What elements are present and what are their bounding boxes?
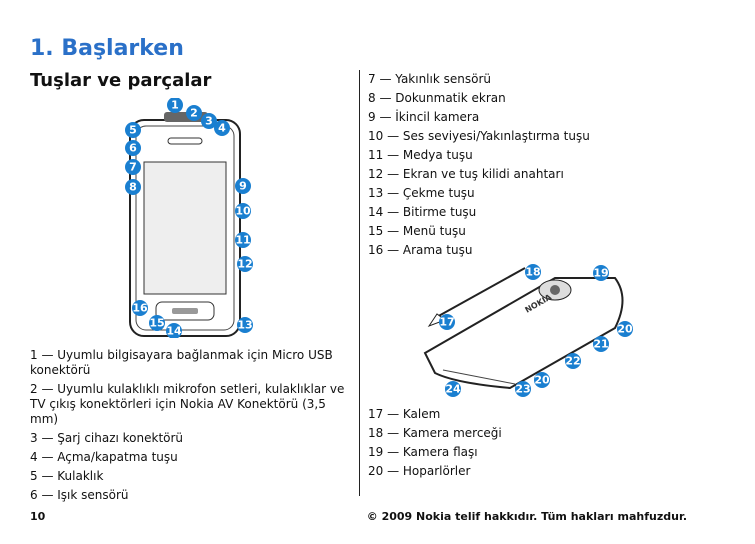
list-item: 18 — Kamera merceği xyxy=(368,426,502,440)
callout-19 xyxy=(593,265,609,281)
callout-17 xyxy=(439,314,455,330)
callout-7 xyxy=(125,159,141,175)
svg-text:14: 14 xyxy=(166,325,182,338)
callout-14 xyxy=(166,323,182,338)
list-item: 2 — Uyumlu kulaklıklı mikrofon setleri, … xyxy=(30,382,345,426)
list-item: 1 — Uyumlu bilgisayara bağlanmak için Mi… xyxy=(30,348,333,377)
list-item: 9 — İkincil kamera xyxy=(368,110,480,124)
section-subheading: Tuşlar ve parçalar xyxy=(30,70,212,91)
callout-22 xyxy=(565,353,581,369)
svg-text:12: 12 xyxy=(237,258,252,271)
svg-text:17: 17 xyxy=(439,316,454,329)
svg-text:7: 7 xyxy=(129,161,137,174)
right-parts-list-bottom: 17 — Kalem 18 — Kamera merceği 19 — Kame… xyxy=(368,405,502,481)
copyright-notice: © 2009 Nokia telif hakkıdır. Tüm hakları… xyxy=(366,510,687,523)
section-heading: 1. Başlarken xyxy=(30,36,184,61)
list-item: 11 — Medya tuşu xyxy=(368,148,473,162)
callout-5 xyxy=(125,122,141,138)
callout-11 xyxy=(235,232,251,248)
callout-6 xyxy=(125,140,141,156)
callout-20a xyxy=(617,321,633,337)
svg-text:23: 23 xyxy=(515,383,530,396)
callout-18 xyxy=(525,264,541,280)
svg-text:1: 1 xyxy=(171,99,179,112)
list-item: 5 — Kulaklık xyxy=(30,469,104,483)
list-item: 14 — Bitirme tuşu xyxy=(368,205,477,219)
page-number: 10 xyxy=(30,510,46,523)
column-divider xyxy=(359,70,360,496)
svg-text:20: 20 xyxy=(617,323,633,336)
svg-text:16: 16 xyxy=(132,302,148,315)
list-item: 10 — Ses seviyesi/Yakınlaştırma tuşu xyxy=(368,129,590,143)
svg-text:9: 9 xyxy=(239,180,247,193)
phone-front-illustration: 1 2 3 4 5 6 7 8 9 10 11 12 13 14 15 16 xyxy=(125,98,253,338)
list-item: 16 — Arama tuşu xyxy=(368,243,473,257)
svg-text:2: 2 xyxy=(190,107,198,120)
list-item: 17 — Kalem xyxy=(368,407,441,421)
callout-8 xyxy=(125,179,141,195)
callout-24 xyxy=(445,381,461,397)
list-item: 15 — Menü tuşu xyxy=(368,224,466,238)
callout-4 xyxy=(214,120,230,136)
callout-2 xyxy=(186,105,202,121)
right-parts-list-top: 7 — Yakınlık sensörü 8 — Dokunmatik ekra… xyxy=(368,70,590,260)
list-item: 3 — Şarj cihazı konektörü xyxy=(30,431,184,445)
svg-text:24: 24 xyxy=(445,383,461,396)
callout-12 xyxy=(237,256,253,272)
list-item: 8 — Dokunmatik ekran xyxy=(368,91,506,105)
svg-text:5: 5 xyxy=(129,124,137,137)
callout-3 xyxy=(201,113,217,129)
svg-text:18: 18 xyxy=(525,266,540,279)
svg-text:6: 6 xyxy=(129,142,137,155)
svg-text:11: 11 xyxy=(235,234,250,247)
svg-text:10: 10 xyxy=(235,205,251,218)
svg-text:20: 20 xyxy=(534,374,550,387)
svg-text:21: 21 xyxy=(593,338,608,351)
svg-text:22: 22 xyxy=(565,355,580,368)
callout-10 xyxy=(235,203,251,219)
callout-9 xyxy=(235,178,251,194)
list-item: 12 — Ekran ve tuş kilidi anahtarı xyxy=(368,167,564,181)
list-item: 13 — Çekme tuşu xyxy=(368,186,475,200)
svg-text:4: 4 xyxy=(218,122,226,135)
callout-23 xyxy=(515,381,531,397)
svg-text:8: 8 xyxy=(129,181,137,194)
callout-13 xyxy=(237,317,253,333)
svg-text:19: 19 xyxy=(593,267,608,280)
callout-21 xyxy=(593,336,609,352)
svg-text:15: 15 xyxy=(149,317,164,330)
svg-text:3: 3 xyxy=(205,115,213,128)
list-item: 19 — Kamera flaşı xyxy=(368,445,478,459)
callout-15 xyxy=(149,315,165,331)
phone-back-illustration: NOKIA 18 19 17 20 21 22 20 23 24 xyxy=(423,264,633,397)
callout-16 xyxy=(132,300,148,316)
list-item: 7 — Yakınlık sensörü xyxy=(368,72,491,86)
left-parts-list: 1 — Uyumlu bilgisayara bağlanmak için Mi… xyxy=(30,348,350,507)
list-item: 4 — Açma/kapatma tuşu xyxy=(30,450,178,464)
callout-1 xyxy=(167,98,183,113)
list-item: 20 — Hoparlörler xyxy=(368,464,471,478)
svg-text:13: 13 xyxy=(237,319,252,332)
callout-20b xyxy=(534,372,550,388)
list-item: 6 — Işık sensörü xyxy=(30,488,129,502)
